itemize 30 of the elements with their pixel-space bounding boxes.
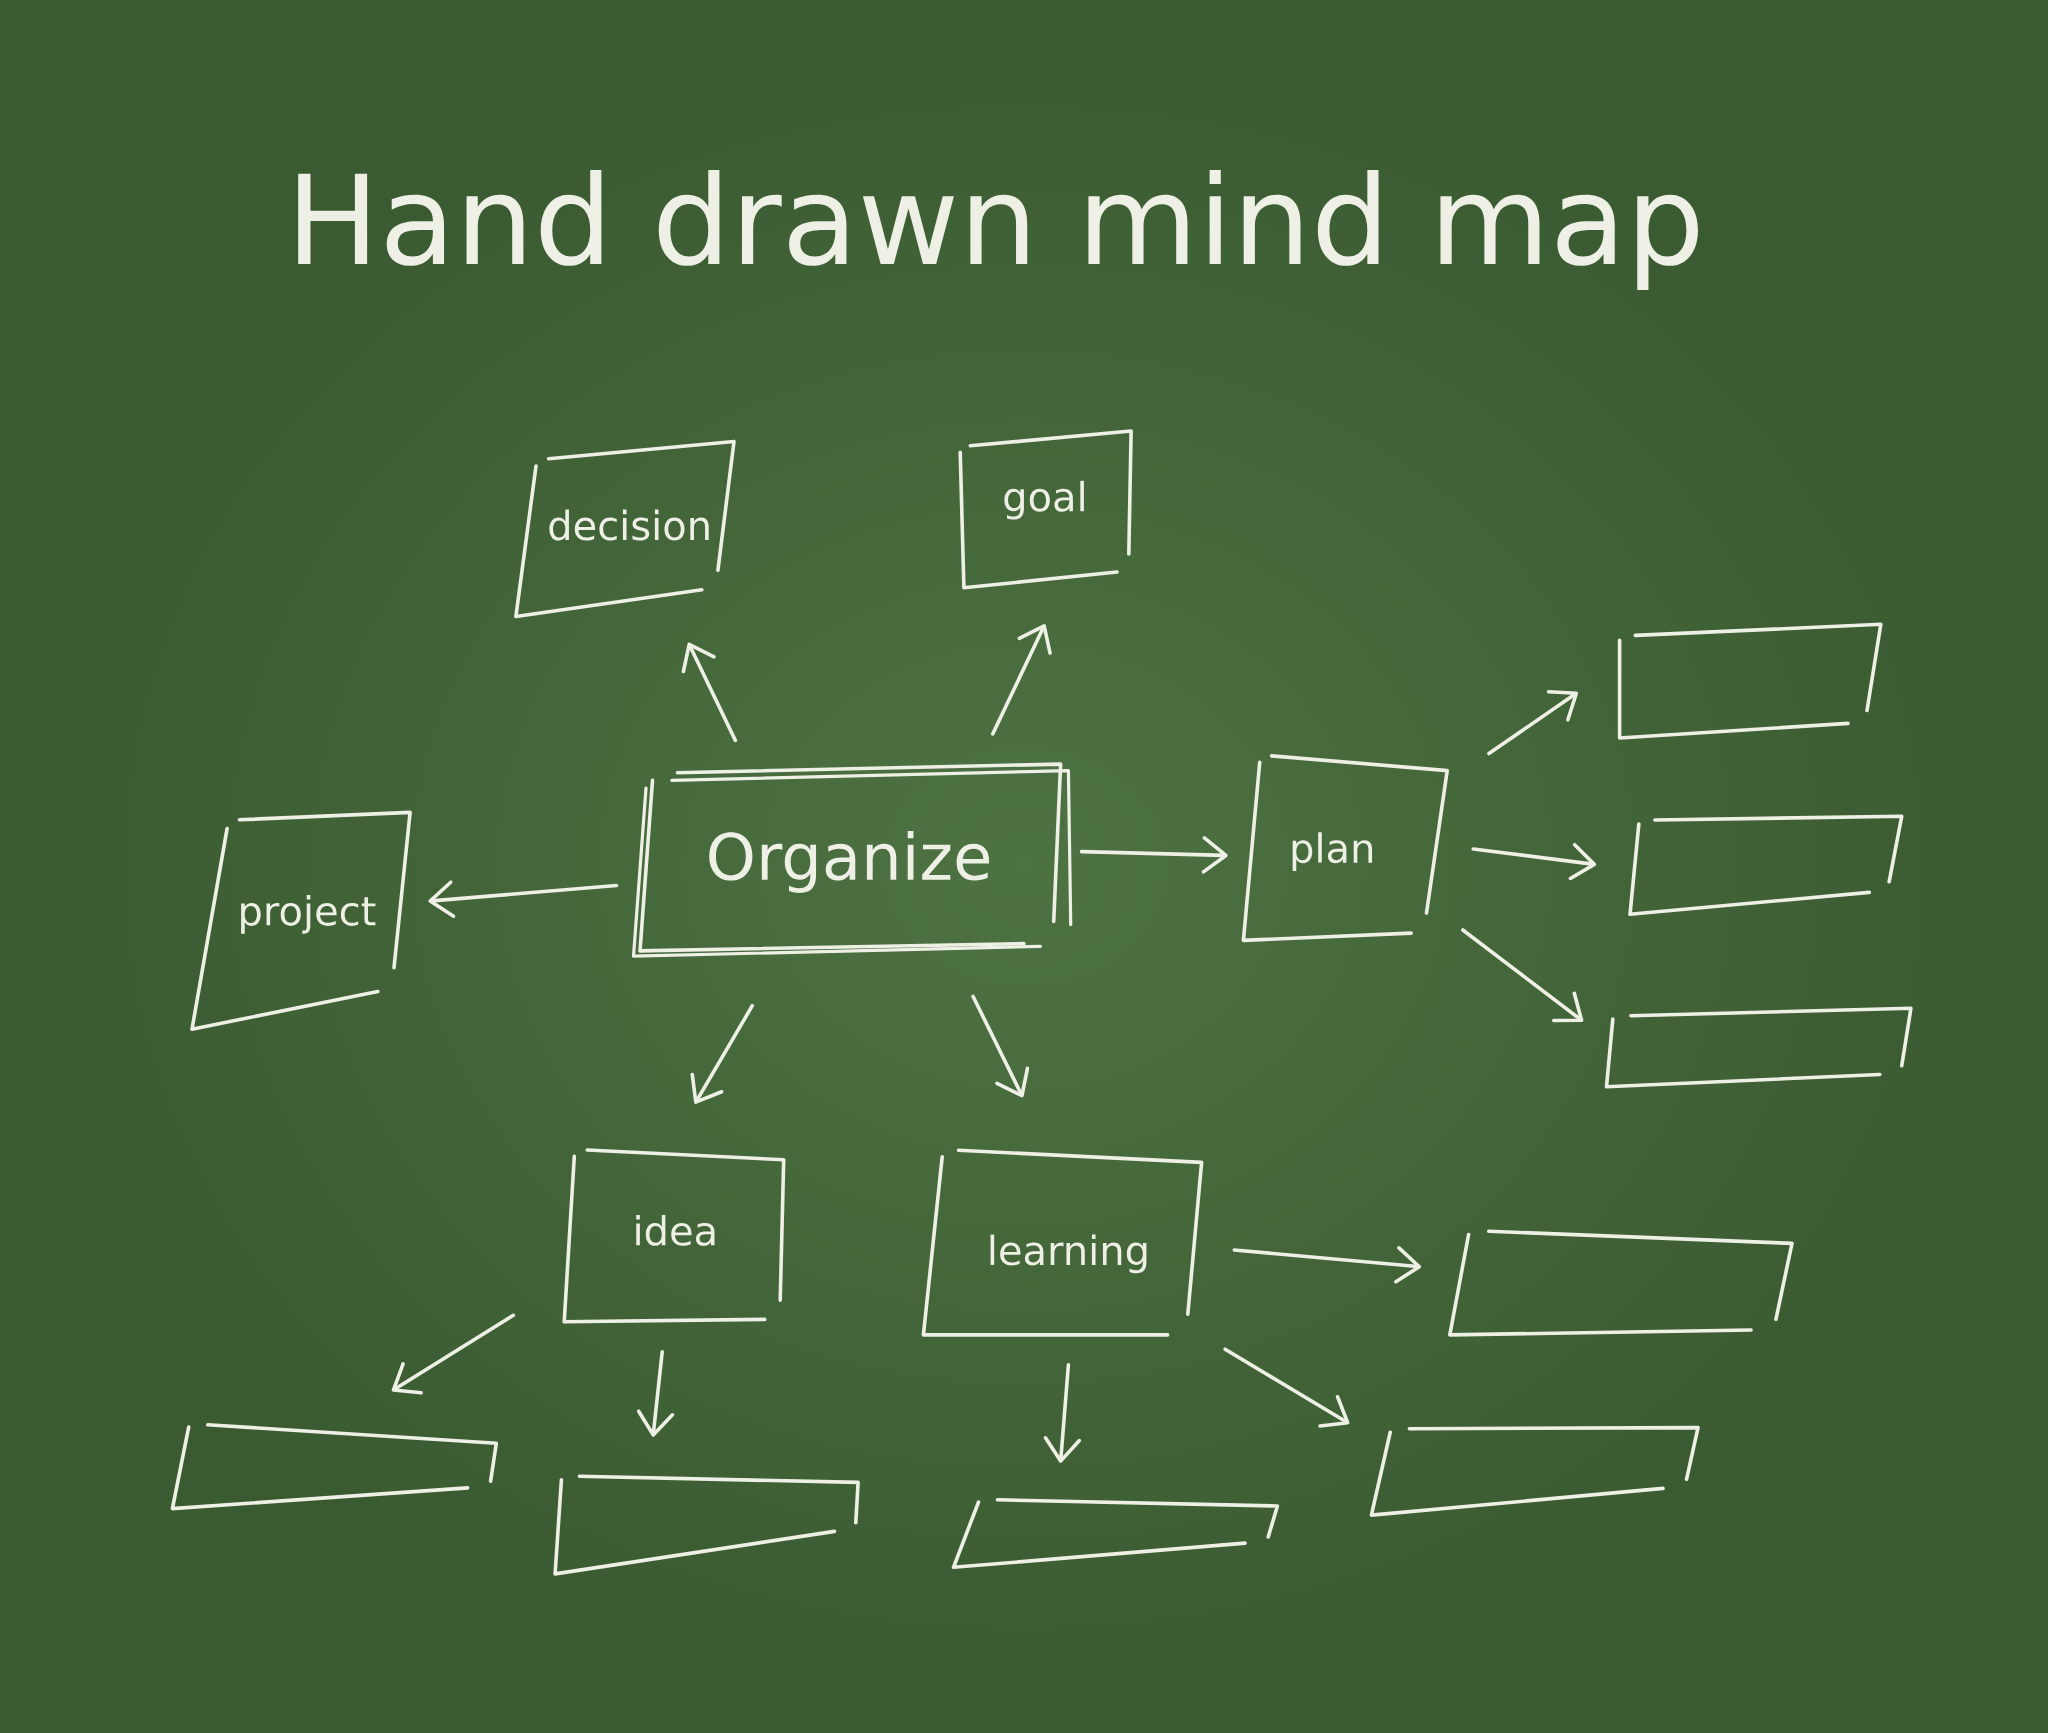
- topic-box: learning: [921, 1148, 1204, 1337]
- blank-box: [170, 1423, 499, 1511]
- arrow: [1043, 1363, 1082, 1463]
- arrow: [1232, 1246, 1422, 1284]
- blank-box: [1604, 1006, 1913, 1089]
- arrow: [636, 1350, 675, 1437]
- blank-box: [1617, 622, 1883, 740]
- topic-box: plan: [1241, 754, 1449, 943]
- arrow: [990, 624, 1052, 736]
- title: Hand drawn mind map: [298, 169, 1698, 290]
- arrow: [690, 1003, 755, 1104]
- topic-box: decision: [514, 439, 736, 619]
- arrow: [428, 880, 619, 918]
- arrow: [1487, 689, 1579, 756]
- blank-box: [1369, 1425, 1700, 1517]
- arrow: [1223, 1347, 1350, 1428]
- blank-box: [553, 1474, 860, 1576]
- blank-box: [951, 1498, 1280, 1570]
- central-topic-box: Organize: [631, 762, 1073, 958]
- topic-box: idea: [562, 1148, 786, 1324]
- arrow: [1079, 836, 1228, 874]
- blank-box: [1628, 814, 1904, 917]
- topic-box: project: [190, 810, 412, 1031]
- arrow: [1461, 928, 1584, 1023]
- blank-box: [1448, 1229, 1794, 1337]
- arrow: [391, 1313, 516, 1395]
- arrow: [681, 642, 738, 743]
- topic-box: goal: [958, 429, 1133, 590]
- arrow: [1471, 842, 1597, 881]
- arrow: [971, 994, 1030, 1098]
